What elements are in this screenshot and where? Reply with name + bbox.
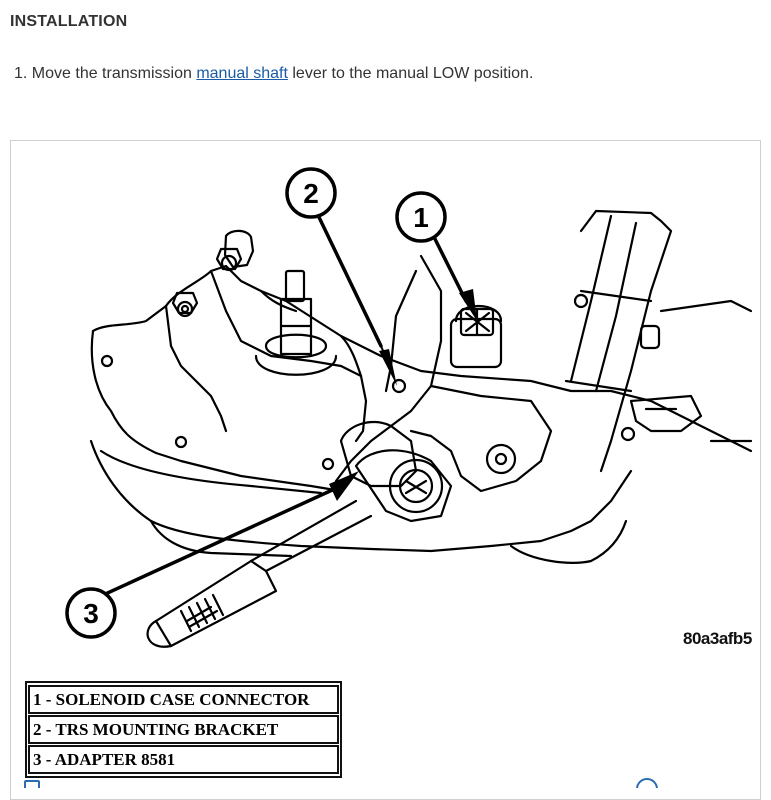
callout-3 xyxy=(65,587,117,639)
callout-1-label: 1 xyxy=(413,202,429,233)
bottom-toolbar-partial xyxy=(10,776,761,788)
figure-frame: 2 1 3 80a3afb5 1 - SOLENOID CASE CONNECT… xyxy=(10,140,761,800)
step-text-before: Move the transmission xyxy=(31,65,192,82)
figure-legend: 1 - SOLENOID CASE CONNECTOR 2 - TRS MOUN… xyxy=(25,681,342,778)
callout-1 xyxy=(395,191,447,243)
figure-id: 80a3afb5 xyxy=(683,629,752,648)
tab-icon[interactable] xyxy=(24,780,40,788)
callout-2-label: 2 xyxy=(303,178,319,209)
callout-3-label: 3 xyxy=(83,598,99,629)
step-1: 1. Move the transmission manual shaft le… xyxy=(14,65,533,83)
clock-icon[interactable] xyxy=(636,778,658,788)
step-number: 1. xyxy=(14,65,28,82)
callout-2 xyxy=(285,167,337,219)
legend-item-2: 2 - TRS MOUNTING BRACKET xyxy=(28,715,339,744)
legend-item-1: 1 - SOLENOID CASE CONNECTOR xyxy=(28,685,339,714)
transmission-illustration: 2 1 3 xyxy=(65,167,753,648)
section-title: INSTALLATION xyxy=(10,13,128,30)
manual-shaft-link[interactable]: manual shaft xyxy=(196,65,288,82)
legend-item-3: 3 - ADAPTER 8581 xyxy=(28,745,339,774)
step-text-after: lever to the manual LOW position. xyxy=(292,65,534,82)
